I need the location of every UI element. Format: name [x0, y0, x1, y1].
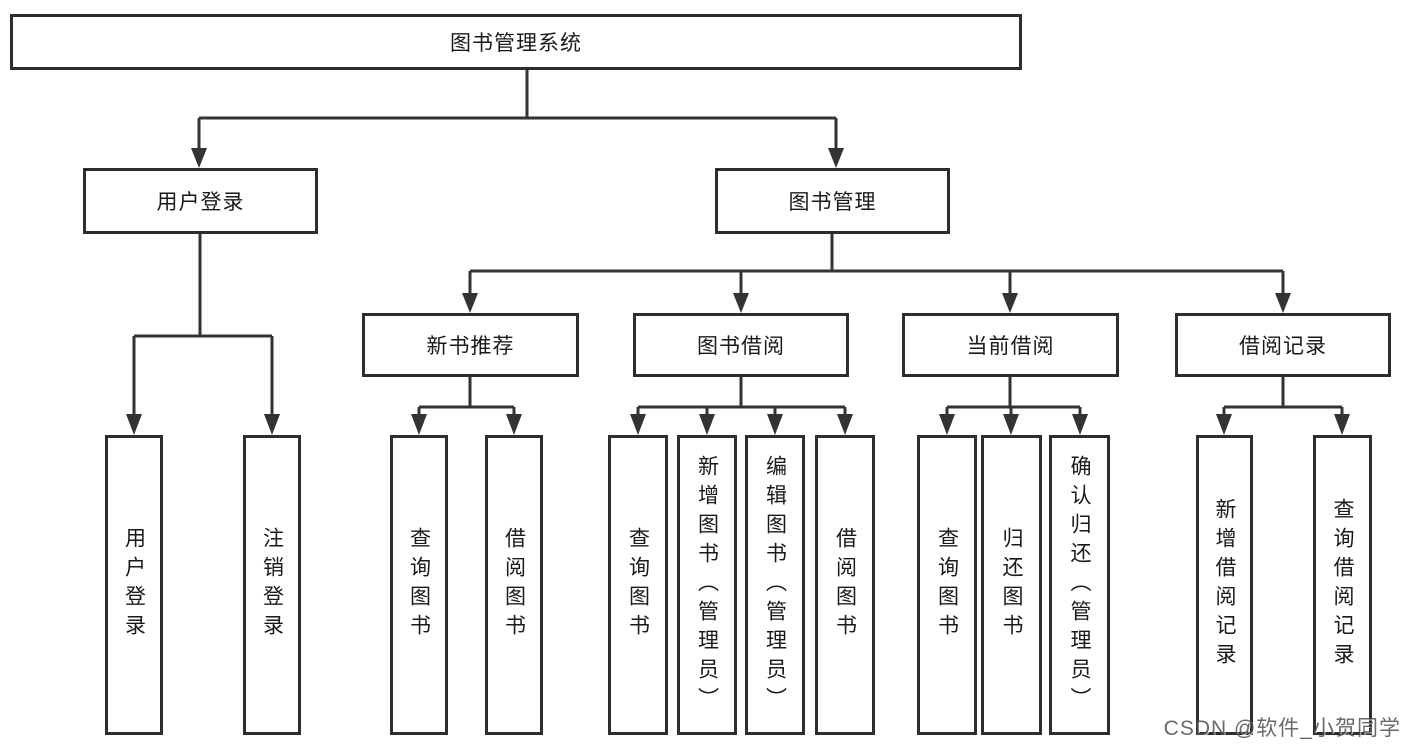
- node-library-management-system: 图书管理系统: [10, 14, 1022, 70]
- node-label: 当前借阅: [966, 335, 1055, 358]
- node-user-login: 用户登录: [83, 168, 318, 234]
- node-label: 新增借阅记录: [1213, 498, 1237, 672]
- node-label: 图书管理: [788, 191, 877, 214]
- node-label: 查询图书: [935, 527, 959, 643]
- node-label: 新书推荐: [426, 335, 515, 358]
- node-current-borrowing: 当前借阅: [902, 313, 1119, 377]
- node-label: 借阅记录: [1239, 335, 1327, 358]
- leaf-borrow-books: 借阅图书: [485, 435, 543, 735]
- leaf-query-borrow-record: 查询借阅记录: [1313, 435, 1372, 735]
- node-label: 借阅图书: [502, 527, 526, 643]
- leaf-add-books-admin: 新增图书（管理员）: [677, 435, 737, 735]
- leaf-query-books: 查询图书: [917, 435, 977, 735]
- leaf-query-books: 查询图书: [390, 435, 448, 735]
- node-label: 查询借阅记录: [1331, 498, 1355, 672]
- node-label: 确认归还（管理员）: [1068, 454, 1092, 716]
- leaf-add-borrow-record: 新增借阅记录: [1196, 435, 1253, 735]
- leaf-return-books: 归还图书: [981, 435, 1042, 735]
- node-book-borrowing: 图书借阅: [633, 313, 849, 377]
- leaf-edit-books-admin: 编辑图书（管理员）: [745, 435, 805, 735]
- node-label: 查询图书: [626, 527, 650, 643]
- leaf-borrow-books: 借阅图书: [815, 435, 875, 735]
- leaf-user-login: 用户登录: [105, 435, 163, 735]
- node-label: 用户登录: [122, 527, 146, 643]
- node-new-book-recommendation: 新书推荐: [362, 313, 579, 377]
- leaf-confirm-return-admin: 确认归还（管理员）: [1049, 435, 1110, 735]
- node-label: 注销登录: [260, 527, 284, 643]
- node-label: 查询图书: [407, 527, 431, 643]
- node-label: 归还图书: [1000, 527, 1024, 643]
- leaf-query-books: 查询图书: [608, 435, 668, 735]
- node-label: 图书管理系统: [450, 32, 582, 55]
- watermark: CSDN @软件_小贺同学: [1163, 717, 1401, 740]
- node-borrowing-records: 借阅记录: [1175, 313, 1391, 377]
- node-label: 图书借阅: [697, 335, 785, 358]
- node-book-management: 图书管理: [715, 168, 950, 234]
- node-label: 借阅图书: [833, 527, 857, 643]
- node-label: 编辑图书（管理员）: [763, 454, 787, 716]
- leaf-logout: 注销登录: [243, 435, 301, 735]
- node-label: 用户登录: [156, 191, 245, 214]
- node-label: 新增图书（管理员）: [695, 454, 719, 716]
